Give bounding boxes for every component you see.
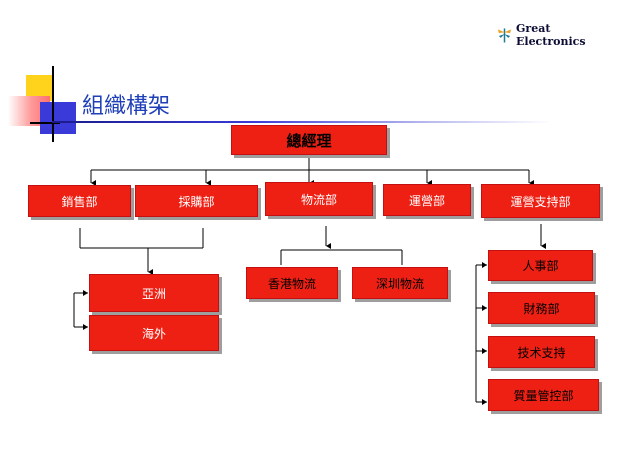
decor-vertical-line	[52, 66, 54, 142]
support-finance-box: 財務部	[488, 292, 595, 324]
region-asia-box: 亞洲	[89, 274, 219, 312]
decor-blue-square	[40, 102, 76, 134]
logistics-sz-box: 深圳物流	[352, 267, 448, 299]
logistics-hk-box: 香港物流	[246, 267, 338, 299]
ceo-box: 總經理	[231, 125, 387, 155]
company-logo: Great Electronics	[497, 22, 617, 48]
decor-horizontal-line	[30, 122, 60, 124]
page-title: 組織構架	[82, 94, 171, 119]
support-qc-box: 質量管控部	[488, 379, 599, 411]
region-overseas-box: 海外	[89, 315, 219, 351]
dept-sales-box: 銷售部	[28, 185, 131, 217]
support-hr-box: 人事部	[488, 250, 593, 281]
dept-ops-support-box: 運營支持部	[481, 184, 600, 218]
company-name: Great Electronics	[516, 22, 586, 48]
dept-operations-box: 運營部	[383, 184, 471, 216]
dragonfly-icon	[497, 28, 512, 43]
title-underline	[52, 121, 552, 123]
support-tech-box: 技术支持	[488, 336, 595, 368]
dept-logistics-box: 物流部	[265, 182, 373, 216]
dept-purchasing-box: 採購部	[135, 185, 258, 217]
